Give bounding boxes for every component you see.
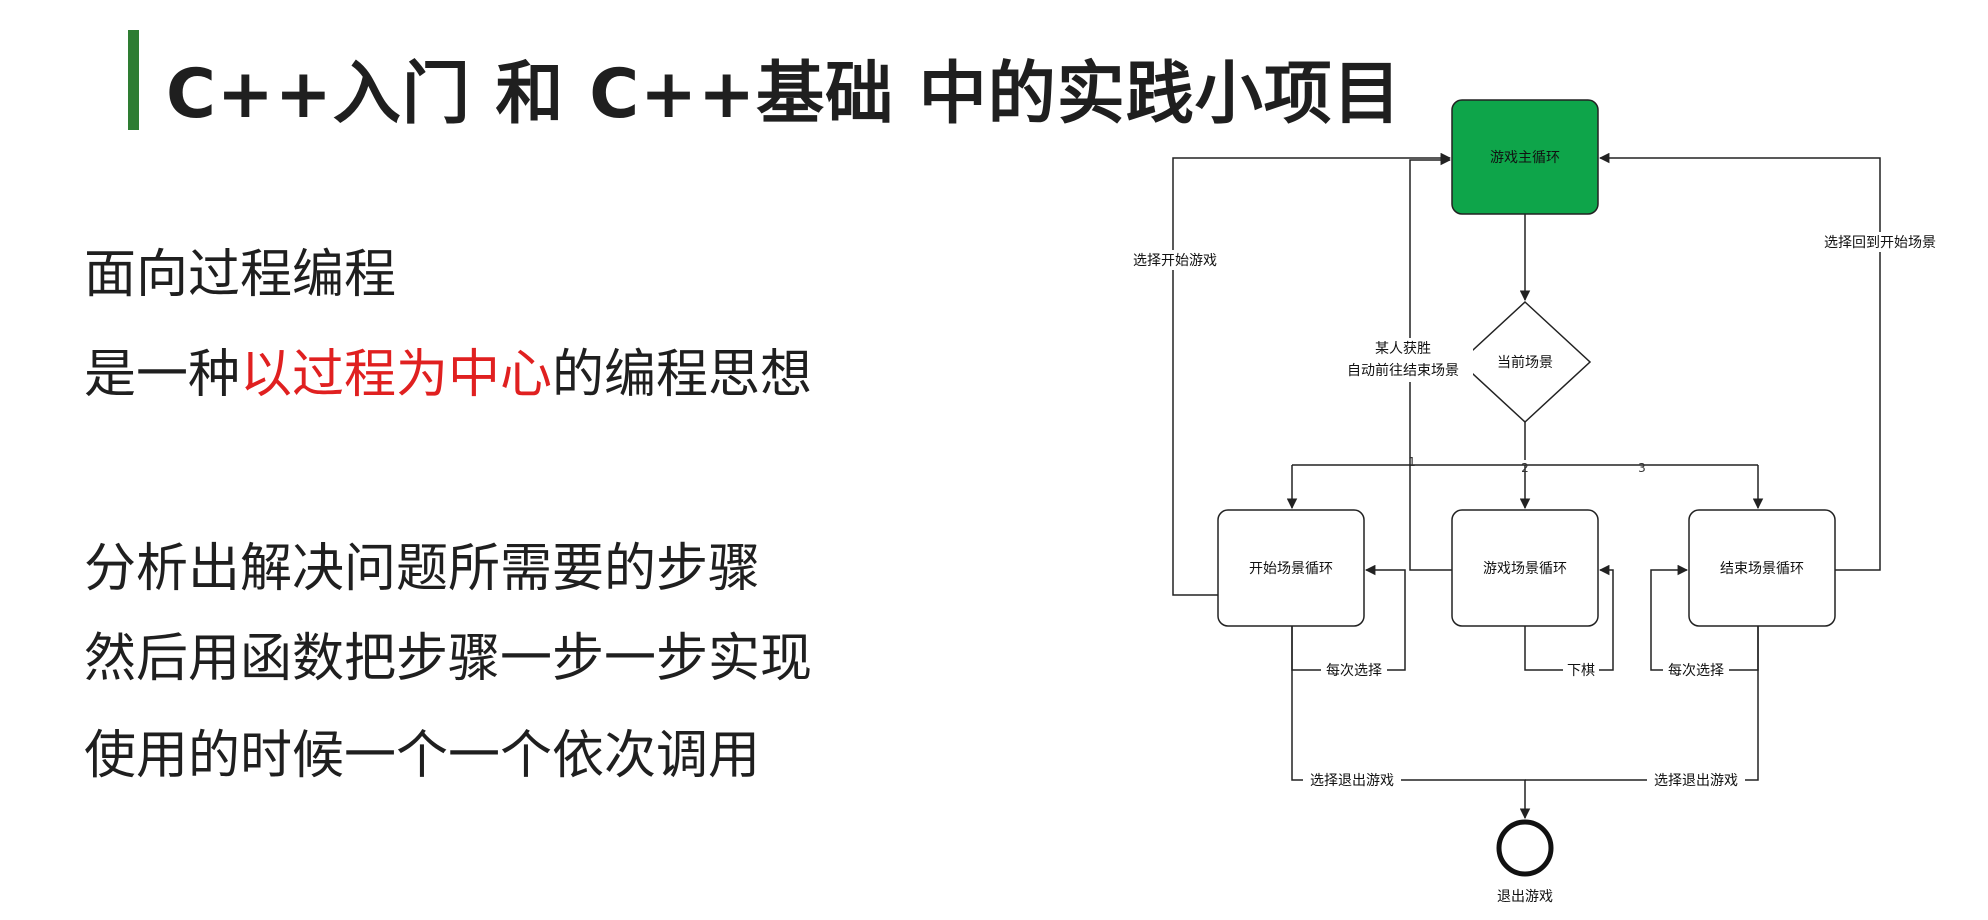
text-line-4: 然后用函数把步骤一步一步实现 (84, 629, 813, 689)
back-to-start-label-bg (1811, 232, 1949, 252)
text-line-2: 是一种以过程为中心的编程思想 (84, 332, 812, 407)
exit-right-label-bg (1647, 770, 1745, 790)
exit-right-label: 选择退出游戏 (1654, 773, 1738, 789)
move-label-bg (1563, 660, 1599, 680)
end-scene-node (1688, 509, 1836, 627)
choose-start-label: 选择开始游戏 (1133, 253, 1217, 269)
text-line-5: 使用的时候一个一个依次调用 (84, 726, 761, 786)
title-accent-bar (128, 30, 139, 130)
edge-start-to-main (1172, 152, 1452, 596)
edge-end-to-exit (1525, 626, 1759, 781)
game-scene-label: 游戏场景循环 (1483, 561, 1567, 577)
each-choice-left-bg (1321, 660, 1387, 680)
exit-terminal-node (1496, 819, 1554, 877)
exit-label: 退出游戏 (1497, 889, 1553, 905)
text-line-1: 面向过程编程 (84, 245, 397, 305)
end-scene-label: 结束场景循环 (1720, 561, 1804, 577)
main-loop-label: 游戏主循环 (1490, 150, 1560, 166)
text-line-2-prefix: 是一种 (84, 345, 241, 405)
move-label: 下棋 (1567, 663, 1595, 679)
branch-1-label: 1 (1408, 455, 1416, 469)
start-scene-node (1217, 509, 1365, 627)
branch-2-label: 2 (1521, 461, 1529, 475)
text-line-2-highlight: 以过程为中心 (240, 345, 553, 405)
flowchart-svg: 游戏主循环 当前场景 1 2 3 开始场景循环 游戏场景循环 结束场景循环 选择… (1121, 99, 1949, 905)
choose-start-label-bg (1121, 250, 1229, 270)
edge-game-self-loop (1524, 564, 1614, 671)
page-title: C++入门 和 C++基础 中的实践小项目 (166, 55, 1402, 134)
text-line-2-suffix: 的编程思想 (552, 345, 813, 405)
edge-end-to-main (1598, 152, 1881, 571)
win-label-bg (1333, 338, 1473, 382)
win-label-line-1: 某人获胜 (1375, 341, 1431, 357)
start-scene-label: 开始场景循环 (1249, 561, 1333, 577)
flowchart: 游戏主循环 当前场景 1 2 3 开始场景循环 游戏场景循环 结束场景循环 选择… (1085, 80, 1965, 914)
current-scene-label: 当前场景 (1497, 354, 1553, 371)
each-choice-left-label: 每次选择 (1326, 663, 1382, 679)
exit-left-label: 选择退出游戏 (1310, 773, 1394, 789)
back-to-start-label: 选择回到开始场景 (1824, 235, 1936, 251)
edge-start-to-exit (1291, 626, 1531, 820)
each-choice-right-label: 每次选择 (1668, 663, 1724, 679)
each-choice-right-bg (1663, 660, 1729, 680)
branch-3-label: 3 (1638, 461, 1646, 475)
win-label-line-2: 自动前往结束场景 (1347, 362, 1459, 379)
exit-left-label-bg (1303, 770, 1401, 790)
text-line-3: 分析出解决问题所需要的步骤 (84, 539, 761, 599)
